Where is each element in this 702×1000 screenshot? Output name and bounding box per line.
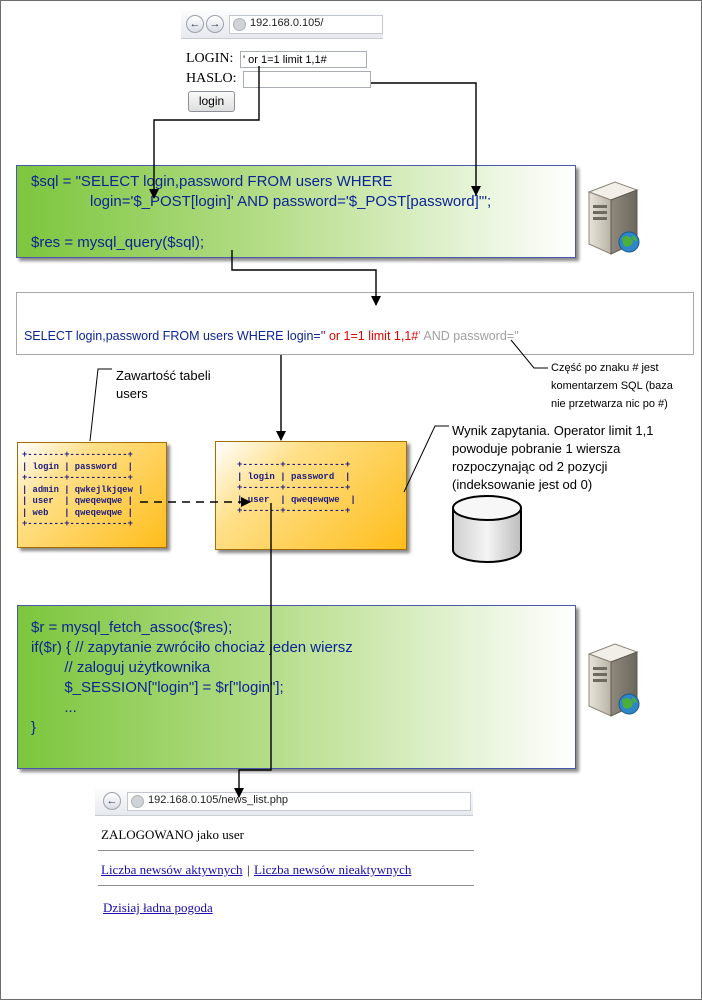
code-line: } [31, 719, 37, 736]
server-icon [587, 181, 640, 255]
server-icon [587, 643, 640, 717]
address-text: 192.168.0.105/ [250, 17, 324, 29]
login-button[interactable]: login [188, 91, 235, 112]
code-line: // zaloguj użytkownika [31, 659, 211, 676]
result-table-box [215, 441, 407, 550]
code-line: $r = mysql_fetch_assoc($res); [31, 619, 233, 636]
password-input[interactable] [243, 71, 371, 88]
divider [98, 850, 474, 851]
code-line: ... [31, 699, 77, 716]
address-bar[interactable]: 192.168.0.105/news_list.php [127, 792, 471, 811]
code-line: $_SESSION["login"] = $r["login"]; [31, 679, 284, 696]
login-input[interactable]: ' or 1=1 limit 1,1# [240, 51, 367, 68]
back-arrow-icon[interactable]: ← [186, 15, 204, 33]
users-table-box [17, 442, 167, 548]
address-text: 192.168.0.105/news_list.php [148, 794, 289, 806]
sql-query-text: SELECT login,password FROM users WHERE l… [17, 315, 519, 343]
code-line: if($r) { // zapytanie zwróciło chociaż j… [31, 639, 353, 656]
inactive-news-link[interactable]: Liczba newsów nieaktywnych [254, 862, 412, 877]
sql-query-normal: SELECT login,password FROM users WHERE l… [23, 329, 324, 343]
back-arrow-icon[interactable]: ← [103, 792, 121, 810]
weather-link-wrap: Dzisiaj ładna pogoda [103, 899, 213, 917]
sql-query-comment: ' AND password='' [418, 329, 519, 343]
forward-arrow-icon[interactable]: → [206, 15, 224, 33]
sql-query-injected: ' or 1=1 limit 1,1# [323, 329, 419, 343]
top-browser-bar: ← → 192.168.0.105/ [181, 10, 383, 39]
result-note: Wynik zapytania. Operator limit 1,1 powo… [452, 423, 654, 492]
active-news-link[interactable]: Liczba newsów aktywnych [101, 862, 243, 877]
users-table-text: +-------+-----------+ | login | password… [22, 450, 144, 529]
news-links: Liczba newsów aktywnych | Liczba newsów … [101, 861, 411, 879]
database-icon [452, 495, 522, 563]
password-label: HASLO: [186, 71, 237, 86]
logged-in-status: ZALOGOWANO jako user [101, 827, 244, 842]
login-label: LOGIN: [186, 51, 234, 66]
result-table-text: +-------+-----------+ | login | password… [237, 460, 356, 516]
php-fetch-code-box [17, 605, 576, 769]
bottom-browser-bar: ← 192.168.0.105/news_list.php [95, 788, 473, 816]
link-separator: | [246, 862, 250, 877]
code-line: login='$_POST[login]' AND password='$_PO… [90, 193, 492, 210]
address-bar[interactable]: 192.168.0.105/ [229, 15, 383, 34]
table-note: Zawartość tabeli users [116, 368, 211, 401]
weather-link[interactable]: Dzisiaj ładna pogoda [103, 900, 213, 915]
page-icon [131, 795, 144, 808]
page-icon [233, 18, 246, 31]
divider [98, 885, 474, 886]
code-line: $sql = "SELECT login,password FROM users… [31, 173, 393, 190]
comment-note: Część po znaku # jest komentarzem SQL (b… [551, 362, 673, 410]
code-line: $res = mysql_query($sql); [31, 234, 204, 251]
